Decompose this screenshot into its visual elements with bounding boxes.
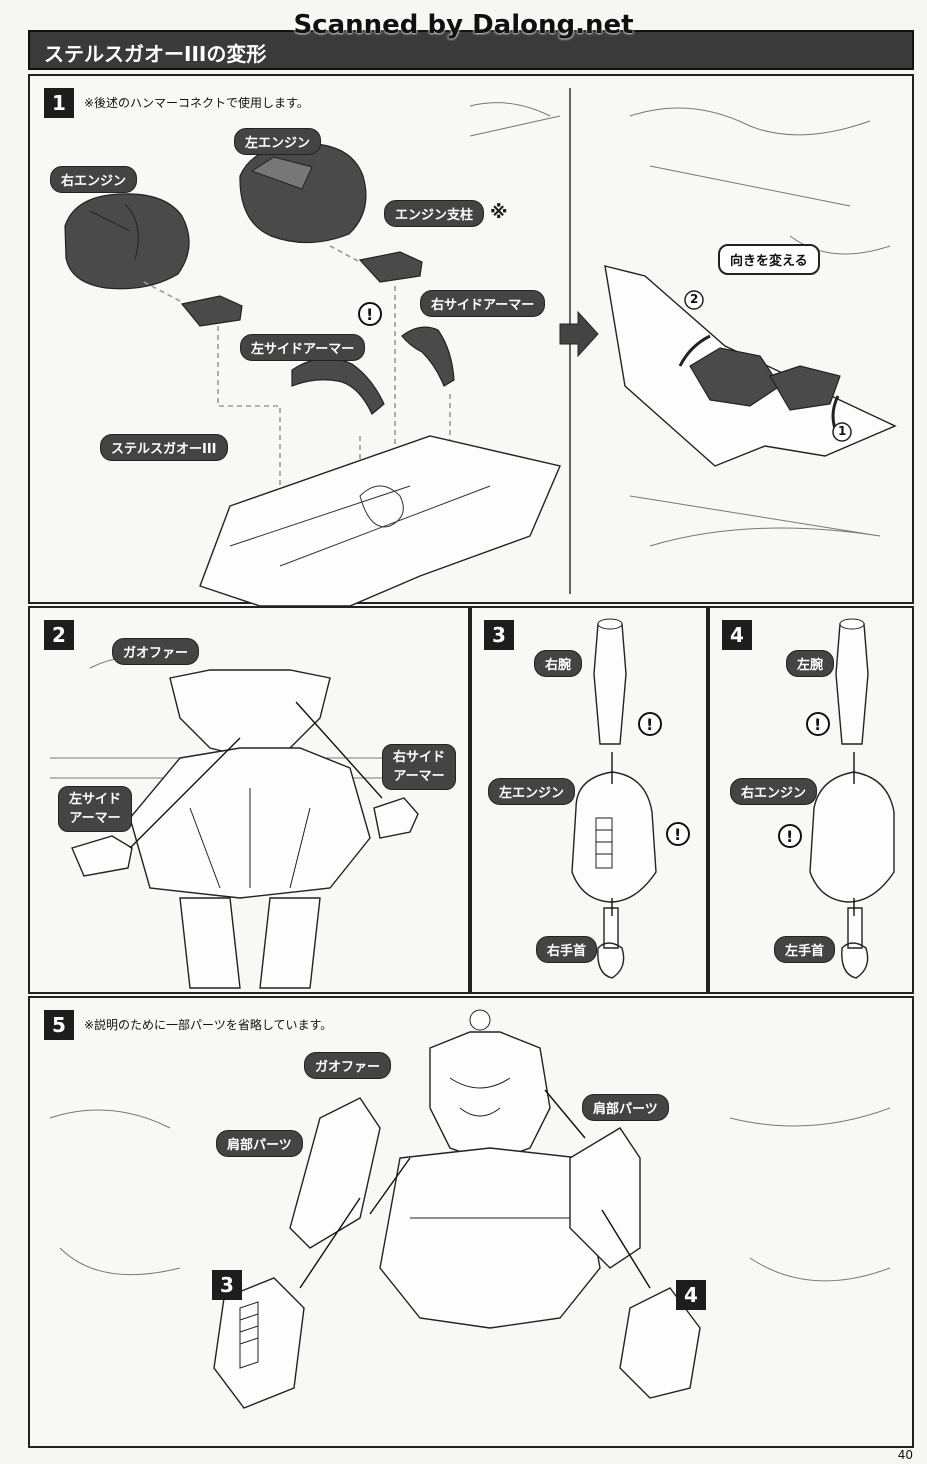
- label-right-side-armor-2: 右サイド アーマー: [382, 744, 457, 790]
- label-right-side-armor-line2: アーマー: [393, 769, 445, 784]
- shoulder-part-left: [289, 1097, 381, 1249]
- transform-arrow: [559, 310, 599, 358]
- label-left-wrist: 左手首: [774, 936, 836, 963]
- label-left-side-armor-line1: 左サイド: [69, 792, 122, 807]
- page-number: 40: [897, 1448, 913, 1462]
- warning-icon: !: [778, 824, 802, 848]
- stealth-gao-body: [199, 435, 561, 607]
- gaofar-robot-body: [429, 1031, 551, 1163]
- step4-illustration: [809, 618, 895, 979]
- svg-text:!: !: [366, 305, 373, 324]
- svg-text:!: !: [814, 715, 821, 734]
- label-left-side-armor-2: 左サイド アーマー: [58, 786, 133, 832]
- page-title-bar: ステルスガオーIIIの変形: [28, 30, 914, 70]
- warning-icon: !: [666, 822, 690, 846]
- engine-strut-part: [358, 251, 423, 283]
- step2-panel: 2 ガオファー 右サイド アーマー 左サイド アーマー: [28, 606, 470, 994]
- left-arm-part: [835, 623, 869, 745]
- label-left-engine: 左エンジン: [234, 128, 322, 155]
- label-engine-strut: エンジン支柱: [384, 200, 485, 227]
- label-change-direction: 向きを変える: [718, 244, 820, 275]
- step3-panel: 3 右腕 左エンジン 右手首 ! !: [470, 606, 708, 994]
- warning-icon: !: [358, 302, 382, 326]
- arm-assembly-3: [213, 1277, 305, 1409]
- arm-assembly-4: [619, 1287, 701, 1399]
- step3-number: 3: [484, 620, 514, 650]
- step1-note: ※後述のハンマーコネクトで使用します。: [84, 96, 309, 110]
- gaofar-torso: [169, 669, 331, 759]
- label-right-wrist: 右手首: [536, 936, 598, 963]
- label-stealth-gao: ステルスガオーIII: [100, 434, 228, 461]
- left-engine-part: [239, 143, 367, 244]
- label-right-arm: 右腕: [534, 650, 583, 677]
- step1-illustration: [64, 88, 897, 607]
- step2-number: 2: [44, 620, 74, 650]
- engine-strut-mark: ※: [490, 202, 508, 223]
- step5-number: 5: [44, 1010, 74, 1040]
- label-gaofar-5: ガオファー: [304, 1052, 392, 1079]
- scan-watermark: Scanned by Dalong.net: [293, 10, 634, 40]
- step5-illustration: [49, 1009, 891, 1409]
- label-shoulder-right: 肩部パーツ: [582, 1094, 669, 1121]
- label-gaofar: ガオファー: [112, 638, 200, 665]
- circle-step-1: 1: [838, 424, 847, 438]
- left-wrist-part: [841, 907, 869, 979]
- right-wrist-part: [597, 907, 625, 979]
- left-engine-part-3: [571, 771, 657, 903]
- step5-panel: 5 ※説明のために一部パーツを省略しています。 ガオファー 肩部パーツ 肩部パー…: [28, 996, 914, 1448]
- step4-panel: 4 左腕 右エンジン 左手首 ! !: [708, 606, 914, 994]
- step4-number: 4: [722, 620, 752, 650]
- label-left-engine-3: 左エンジン: [488, 778, 576, 805]
- svg-text:!: !: [674, 825, 681, 844]
- left-side-armor-part: [291, 357, 385, 415]
- right-engine-part-4: [809, 771, 895, 903]
- step1-panel: 1 ※後述のハンマーコネクトで使用します。: [28, 74, 914, 607]
- step5-note: ※説明のために一部パーツを省略しています。: [84, 1018, 333, 1032]
- step1-number: 1: [44, 88, 74, 118]
- right-engine-part: [64, 193, 190, 290]
- label-right-side-armor-line1: 右サイド: [393, 750, 446, 765]
- right-side-armor-icon: [373, 797, 419, 839]
- warning-icon: !: [638, 712, 662, 736]
- label-shoulder-left: 肩部パーツ: [216, 1130, 303, 1157]
- right-side-armor-part: [401, 326, 455, 387]
- label-left-arm: 左腕: [786, 650, 835, 677]
- step2-illustration: [50, 654, 450, 989]
- page-title: ステルスガオーIIIの変形: [44, 42, 267, 66]
- shoulder-part-right: [569, 1127, 641, 1269]
- ref-step-3: 3: [212, 1270, 242, 1300]
- label-right-side-armor: 右サイドアーマー: [420, 290, 546, 317]
- label-right-engine-4: 右エンジン: [730, 778, 818, 805]
- right-arm-part: [593, 623, 627, 745]
- circle-step-2: 2: [690, 292, 699, 306]
- svg-text:!: !: [786, 827, 793, 846]
- label-left-side-armor-line2: アーマー: [69, 811, 121, 826]
- ref-step-4: 4: [676, 1280, 706, 1310]
- step3-illustration: [571, 618, 657, 979]
- svg-text:!: !: [646, 715, 653, 734]
- warning-icon: !: [806, 712, 830, 736]
- label-right-engine: 右エンジン: [50, 166, 138, 193]
- label-left-side-armor: 左サイドアーマー: [240, 334, 366, 361]
- left-side-armor-icon: [71, 835, 133, 877]
